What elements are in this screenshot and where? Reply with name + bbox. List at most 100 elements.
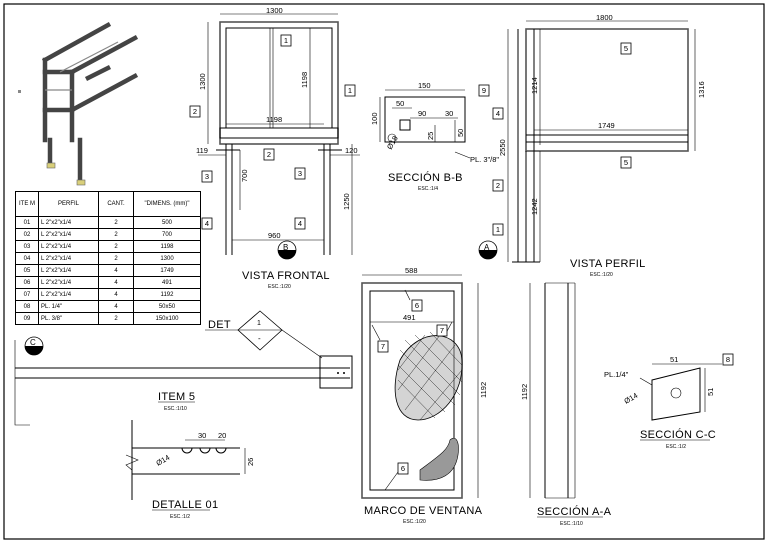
title-marco: MARCO DE VENTANA [364,505,483,517]
table-cell: 500 [133,216,201,229]
svg-text:1: 1 [348,86,352,95]
dim-front-foot-r: 120 [345,146,358,155]
dim-front-inner-w: 1198 [266,115,282,124]
table-cell: 2 [98,252,134,265]
bb-tag: 9 [482,86,486,95]
dim-bb-h: 100 [370,112,379,125]
table-cell: L 2"x2"x1/4 [38,276,99,289]
table-cell: 2 [98,312,134,325]
table-cell: 1300 [133,252,201,265]
table-cell: 4 [98,300,134,313]
dim-front-inner-h: 1198 [300,72,309,88]
dim-side-overall: 2550 [498,139,507,156]
scale-seccion-cc: ESC.:1/2 [666,444,686,450]
front-tags: 1 1 2 2 3 3 4 4 [189,34,356,230]
svg-text:7: 7 [381,342,385,351]
bom-header-dimens: "DIMENS. (mm)" [133,191,201,217]
svg-text:3: 3 [205,172,209,181]
dim-side-h2: 1316 [697,81,706,98]
marco-tags: 6 6 7 7 [377,299,448,475]
table-cell: 4 [98,276,134,289]
bb-plate: PL. 3"/8" [470,155,499,164]
scale-vista-perfil: ESC.:1/20 [590,272,613,278]
dim-bb-b: 90 [418,109,426,118]
section-bb: 150 100 50 90 30 25 50 Ø18 PL. 3"/8" 9 S… [370,81,499,192]
svg-text:1: 1 [496,225,500,234]
dim-cc-hole: Ø14 [623,391,640,406]
table-cell: 2 [98,216,134,229]
table-cell: 07 [15,288,39,301]
section-aa: 1192 SECCIÓN A-A ESC.:1/10 [520,282,612,527]
dim-front-top: 1300 [266,6,283,15]
title-seccion-aa: SECCIÓN A-A [537,505,612,518]
table-cell: 08 [15,300,39,313]
dim-det-b: 20 [218,431,226,440]
title-detalle: DETALLE 01 [152,499,218,511]
item5-view: C 1 - DET ITEM 5 ESC.:1/10 [14,310,353,426]
dim-marco-inner-w: 491 [403,313,416,322]
table-cell: L 2"x2"x1/4 [38,228,99,241]
sheet-border [3,3,765,540]
table-cell: 4 [98,264,134,277]
table-cell: 05 [15,264,39,277]
svg-text:4: 4 [496,109,500,118]
window-frame: 588 491 1192 6 6 7 7 MARCO DE VENTANA ES… [361,266,488,525]
title-vista-frontal: VISTA FRONTAL [242,270,330,282]
dim-det-h: 26 [246,458,255,466]
table-cell: 09 [15,312,39,325]
table-cell: 03 [15,240,39,253]
table-cell: 1749 [133,264,201,277]
scale-detalle: ESC.:1/2 [170,514,190,520]
cc-plate: PL.1/4" [604,370,629,379]
dim-bb-e: 50 [456,129,465,137]
svg-text:2: 2 [496,181,500,190]
svg-text:7: 7 [440,326,444,335]
scale-seccion-aa: ESC.:1/10 [560,521,583,527]
svg-text:3: 3 [298,169,302,178]
svg-text:2: 2 [267,150,271,159]
scale-vista-frontal: ESC.:1/20 [268,284,291,290]
title-seccion-bb: SECCIÓN B-B [388,171,463,184]
front-view: 1300 1300 1198 1198 119 120 700 1250 960… [189,6,360,290]
table-cell: 2 [98,228,134,241]
dim-det-hole: Ø14 [155,453,172,468]
bom-header-cant: CANT. [98,191,134,217]
dim-side-leg: 1242 [530,198,539,215]
dim-bb-a: 50 [396,99,404,108]
bom-header-perfil: PERFIL [38,191,99,217]
svg-text:6: 6 [415,301,419,310]
title-vista-perfil: VISTA PERFIL [570,258,646,270]
dim-cc-h: 51 [706,388,715,396]
svg-text:4: 4 [298,219,302,228]
marker-a: A [484,243,490,252]
dim-bb-hole: Ø18 [385,134,400,151]
det-label: DET [208,319,231,331]
table-cell: 1198 [133,240,201,253]
table-cell: L 2"x2"x1/4 [38,288,99,301]
dim-det-a: 30 [198,431,206,440]
det-num: 1 [257,320,261,327]
dim-bb-d: 25 [426,132,435,140]
dim-side-inner-w: 1749 [598,121,615,130]
table-cell: 04 [15,252,39,265]
svg-text:4: 4 [205,219,209,228]
title-item5: ITEM 5 [158,391,195,403]
dim-front-leg: 700 [240,169,249,182]
svg-text:6: 6 [401,464,405,473]
dim-marco-h: 1192 [479,382,488,398]
dim-bb-w: 150 [418,81,431,90]
table-cell: 2 [98,240,134,253]
table-cell: PL. 1/4" [38,300,99,313]
svg-text:5: 5 [624,158,628,167]
table-cell: 01 [15,216,39,229]
dim-bb-c: 30 [445,109,453,118]
isometric-view [18,21,139,186]
table-cell: 02 [15,228,39,241]
table-cell: 4 [98,288,134,301]
